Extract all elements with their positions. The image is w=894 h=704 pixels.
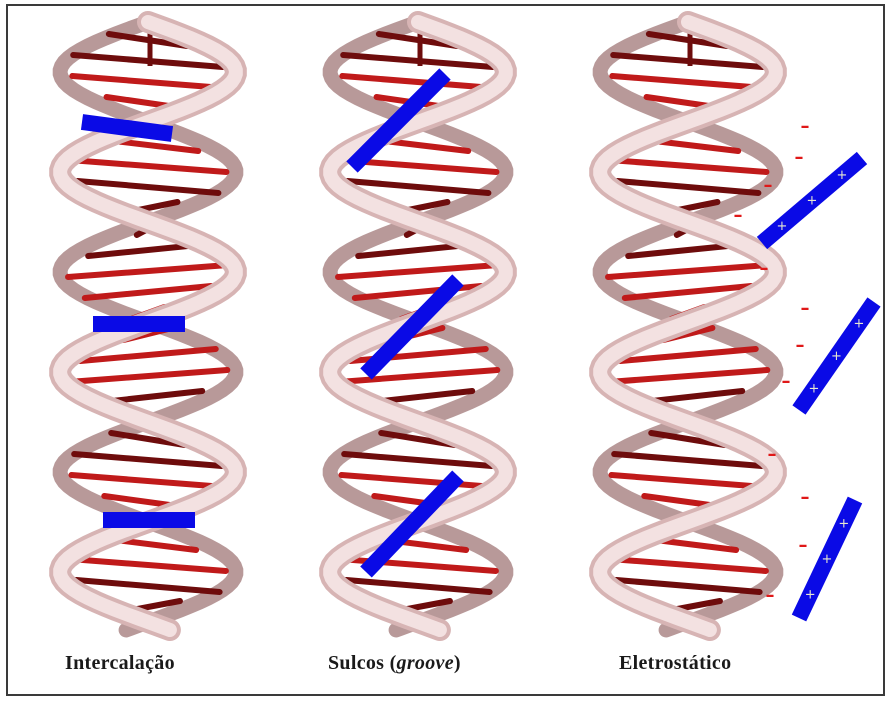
caption-sulcos-groove: groove [397,652,454,674]
negative-charge: – [801,487,810,508]
base-pair [70,559,226,571]
negative-charge: – [799,535,808,556]
electrostatic-ligand: + + + [799,500,855,618]
negative-charge: – [801,298,810,319]
negative-charge: – [768,444,777,465]
base-pair [346,580,489,592]
positive-charge: + [807,194,818,209]
base-pair [69,370,228,382]
negative-charge: – [764,175,773,196]
positive-charge: + [777,219,788,234]
base-pair [68,265,228,277]
caption-sulcos-end: ) [454,652,461,674]
caption-sulcos-main: Sulcos ( [328,652,397,674]
positive-charge: + [837,168,848,183]
base-pair [612,76,763,88]
helix-eletrostatico [600,22,776,630]
base-pair [610,160,767,172]
base-pair [70,160,227,172]
base-pair [608,265,768,277]
base-pair [74,454,222,466]
negative-charge: – [782,371,791,392]
positive-charge: + [822,552,833,567]
negative-charge: – [801,116,810,137]
caption-eletrostatico: Eletrostático [619,652,731,675]
electrostatic-ligand: + + + [799,302,874,410]
negative-charge: – [734,205,743,226]
base-pair [341,475,494,487]
base-pair [610,559,766,571]
base-pair [344,454,492,466]
base-pair [616,580,759,592]
caption-sulcos: Sulcos (groove) [328,652,461,675]
negative-charge: – [795,147,804,168]
positive-charge: + [838,517,849,532]
base-pair [71,475,224,487]
positive-charge: + [831,349,842,364]
positive-charge: + [854,317,865,332]
base-pair [342,76,493,88]
caption-intercalacao: Intercalação [65,652,175,675]
base-pair [72,76,223,88]
positive-charge: + [809,381,820,396]
base-pair [339,370,498,382]
negative-charge: – [766,585,775,606]
base-pair [338,265,498,277]
base-pair [611,475,764,487]
negative-charge: – [760,258,769,279]
positive-charge: + [805,587,816,602]
base-pair [76,580,219,592]
base-pair [609,370,768,382]
negative-charge: – [796,335,805,356]
base-pair [614,454,762,466]
